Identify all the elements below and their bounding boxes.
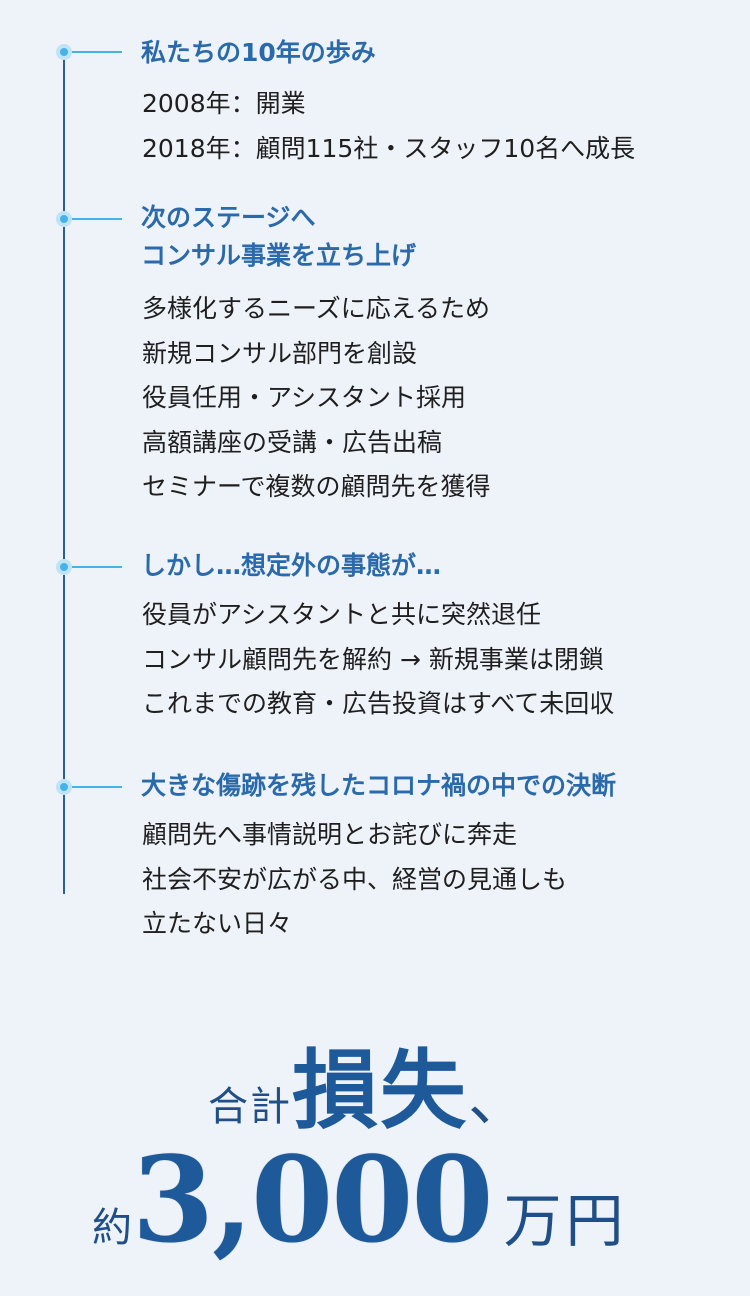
milestone-body: 役員がアシスタントと共に突然退任 コンサル顧問先を解約 → 新規事業は閉鎖 これ… <box>142 593 614 727</box>
timeline-connector <box>72 51 122 53</box>
milestone-heading-line: 私たちの10年の歩み <box>141 38 376 67</box>
milestone-line: 立たない日々 <box>142 909 293 938</box>
total-label: 合計 <box>208 1084 292 1130</box>
timeline-dot-icon <box>56 211 72 227</box>
timeline-dot-icon <box>56 779 72 795</box>
milestone-line: 2008年：開業 <box>142 89 306 118</box>
milestone-heading: 大きな傷跡を残したコロナ禍の中での決断 <box>141 767 616 805</box>
loss-amount: 3,000 <box>132 1130 493 1269</box>
milestone-line: セミナーで複数の顧問先を獲得 <box>142 472 491 501</box>
milestone-heading-line: しかし…想定外の事態が… <box>141 551 442 580</box>
milestone-body: 顧問先へ事情説明とお詫びに奔走 社会不安が広がる中、経営の見通しも 立たない日々 <box>142 813 567 947</box>
milestone-line: 役員がアシスタントと共に突然退任 <box>142 600 542 629</box>
milestone-line: 多様化するニーズに応えるため <box>142 294 491 323</box>
milestone-body: 2008年：開業 2018年：顧問115社・スタッフ10名へ成長 <box>142 82 635 171</box>
milestone-line: 社会不安が広がる中、経営の見通しも <box>142 864 568 894</box>
milestone-heading-line: コンサル事業を立ち上げ <box>141 241 417 270</box>
milestone-line: コンサル顧問先を解約 → 新規事業は閉鎖 <box>142 644 604 674</box>
milestone-heading: しかし…想定外の事態が… <box>141 547 441 585</box>
milestone-heading-line: 大きな傷跡を残したコロナ禍の中での決断 <box>141 771 617 800</box>
timeline-connector <box>72 218 122 220</box>
milestone-line: 2018年：顧問115社・スタッフ10名へ成長 <box>142 133 636 163</box>
milestone-heading-line: 次のステージへ <box>141 203 316 232</box>
loss-summary-title: 合計損失、 <box>208 1020 528 1141</box>
milestone-heading: 私たちの10年の歩み <box>141 34 376 72</box>
timeline-connector <box>72 786 122 788</box>
amount-unit: 万円 <box>503 1187 628 1255</box>
timeline-connector <box>72 566 122 568</box>
milestone-line: 新規コンサル部門を創設 <box>142 338 418 368</box>
approx-prefix: 約 <box>92 1205 132 1251</box>
loss-comma: 、 <box>468 1065 528 1135</box>
timeline-dot-icon <box>56 559 72 575</box>
timeline-dot-icon <box>56 44 72 60</box>
milestone-line: これまでの教育・広告投資はすべて未回収 <box>142 689 615 718</box>
milestone-line: 高額講座の受講・広告出稿 <box>142 427 443 457</box>
loss-label: 損失 <box>292 1040 468 1141</box>
milestone-line: 役員任用・アシスタント採用 <box>142 383 467 412</box>
milestone-body: 多様化するニーズに応えるため 新規コンサル部門を創設 役員任用・アシスタント採用… <box>142 287 491 510</box>
timeline-line <box>63 52 65 894</box>
milestone-line: 顧問先へ事情説明とお詫びに奔走 <box>142 820 518 849</box>
milestone-heading: 次のステージへ コンサル事業を立ち上げ <box>141 199 416 275</box>
